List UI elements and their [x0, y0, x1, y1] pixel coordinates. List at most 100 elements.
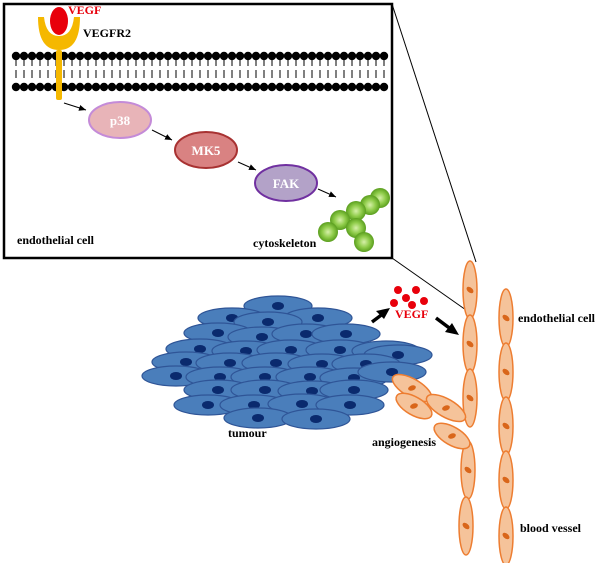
vegf-secreted-label: VEGF — [395, 307, 428, 321]
tumour-nucleus — [212, 386, 224, 394]
membrane-head — [211, 51, 221, 61]
cytoskeleton-beads — [318, 188, 390, 252]
membrane-head — [75, 82, 85, 92]
membrane-head — [115, 82, 125, 92]
membrane-head — [107, 82, 117, 92]
membrane-head — [235, 51, 245, 61]
tumour-nucleus — [304, 373, 316, 381]
membrane-head — [323, 82, 333, 92]
endothelial-nucleus — [462, 522, 470, 530]
tumour-nucleus — [296, 400, 308, 408]
membrane-head — [123, 82, 133, 92]
vegf-label: VEGF — [68, 3, 101, 17]
endothelial-nucleus — [502, 368, 510, 376]
tumour-nucleus — [312, 314, 324, 322]
endothelial-nucleus — [464, 466, 472, 474]
membrane-head — [11, 51, 21, 61]
membrane-head — [19, 51, 29, 61]
membrane-head — [203, 51, 213, 61]
membrane-head — [267, 51, 277, 61]
signaling-inset: VEGF VEGFR2 p38 MK5 FAK cytoskeleton end… — [2, 2, 394, 260]
tumour-nucleus — [386, 368, 398, 376]
endothelial-nucleus — [502, 422, 510, 430]
p38-label: p38 — [110, 113, 131, 128]
tumour-mass — [141, 295, 433, 430]
tumour-nucleus — [248, 401, 260, 409]
endothelial-nucleus — [502, 314, 510, 322]
vegf-ligand — [50, 7, 68, 35]
membrane-head — [267, 82, 277, 92]
tumour-nucleus — [259, 386, 271, 394]
tumour-nucleus — [392, 351, 404, 359]
membrane-head — [155, 82, 165, 92]
fak-node — [254, 164, 318, 202]
membrane-head — [187, 82, 197, 92]
membrane-head — [139, 51, 149, 61]
membrane-head — [131, 51, 141, 61]
membrane-head — [195, 82, 205, 92]
tumour-nucleus — [334, 346, 346, 354]
endothelial-nucleus — [466, 340, 474, 348]
tumour-nucleus — [272, 302, 284, 310]
arrow-p38-to-mk5 — [151, 129, 173, 141]
membrane-head — [163, 51, 173, 61]
membrane-head — [363, 51, 373, 61]
membrane-head — [43, 82, 53, 92]
membrane-head — [67, 82, 77, 92]
mk5-label: MK5 — [192, 143, 221, 158]
tumour-nucleus — [170, 372, 182, 380]
membrane-head — [283, 82, 293, 92]
tumour-nucleus — [300, 330, 312, 338]
membrane-head — [299, 82, 309, 92]
membrane-head — [259, 51, 269, 61]
membrane-head — [371, 51, 381, 61]
membrane-head — [155, 51, 165, 61]
tumour-nucleus — [212, 329, 224, 337]
arrow-receptor-to-p38 — [63, 102, 87, 111]
membrane-head — [219, 51, 229, 61]
vegfr2-receptor — [38, 17, 80, 100]
membrane-head — [339, 51, 349, 61]
membrane-head — [139, 82, 149, 92]
inset-cell-label: endothelial cell — [17, 233, 95, 247]
membrane-head — [251, 82, 261, 92]
endothelial-nucleus — [410, 403, 418, 409]
membrane-head — [75, 51, 85, 61]
arrow-fak-to-cytoskeleton — [317, 188, 337, 198]
vegf-secretion — [390, 286, 428, 309]
angiogenesis-label: angiogenesis — [372, 435, 436, 449]
membrane-head — [211, 82, 221, 92]
membrane-head — [131, 82, 141, 92]
endothelial-nucleus — [408, 385, 416, 391]
membrane-head — [307, 82, 317, 92]
membrane-head — [379, 82, 389, 92]
membrane-head — [355, 82, 365, 92]
endothelial-nucleus — [502, 532, 510, 540]
cell-membrane — [11, 51, 389, 92]
tumour-nucleus — [340, 330, 352, 338]
cytoskeleton-label: cytoskeleton — [253, 236, 317, 250]
membrane-head — [363, 82, 373, 92]
membrane-head — [19, 82, 29, 92]
tumour-nucleus — [224, 359, 236, 367]
membrane-head — [355, 51, 365, 61]
membrane-head — [179, 82, 189, 92]
arrow-mk5-to-fak — [237, 161, 257, 171]
membrane-head — [251, 51, 261, 61]
membrane-head — [163, 82, 173, 92]
membrane-head — [259, 82, 269, 92]
tumour-nucleus — [344, 401, 356, 409]
endothelial-nucleus — [502, 476, 510, 484]
tumour-nucleus — [306, 387, 318, 395]
zoom-lines — [391, 3, 477, 311]
membrane-head — [315, 51, 325, 61]
vegf-arrows — [370, 308, 459, 335]
membrane-head — [35, 82, 45, 92]
membrane-head — [299, 51, 309, 61]
tumour-nucleus — [270, 359, 282, 367]
membrane-head — [291, 51, 301, 61]
tumour-nucleus — [194, 345, 206, 353]
tumour-label: tumour — [228, 426, 267, 440]
membrane-head — [27, 51, 37, 61]
